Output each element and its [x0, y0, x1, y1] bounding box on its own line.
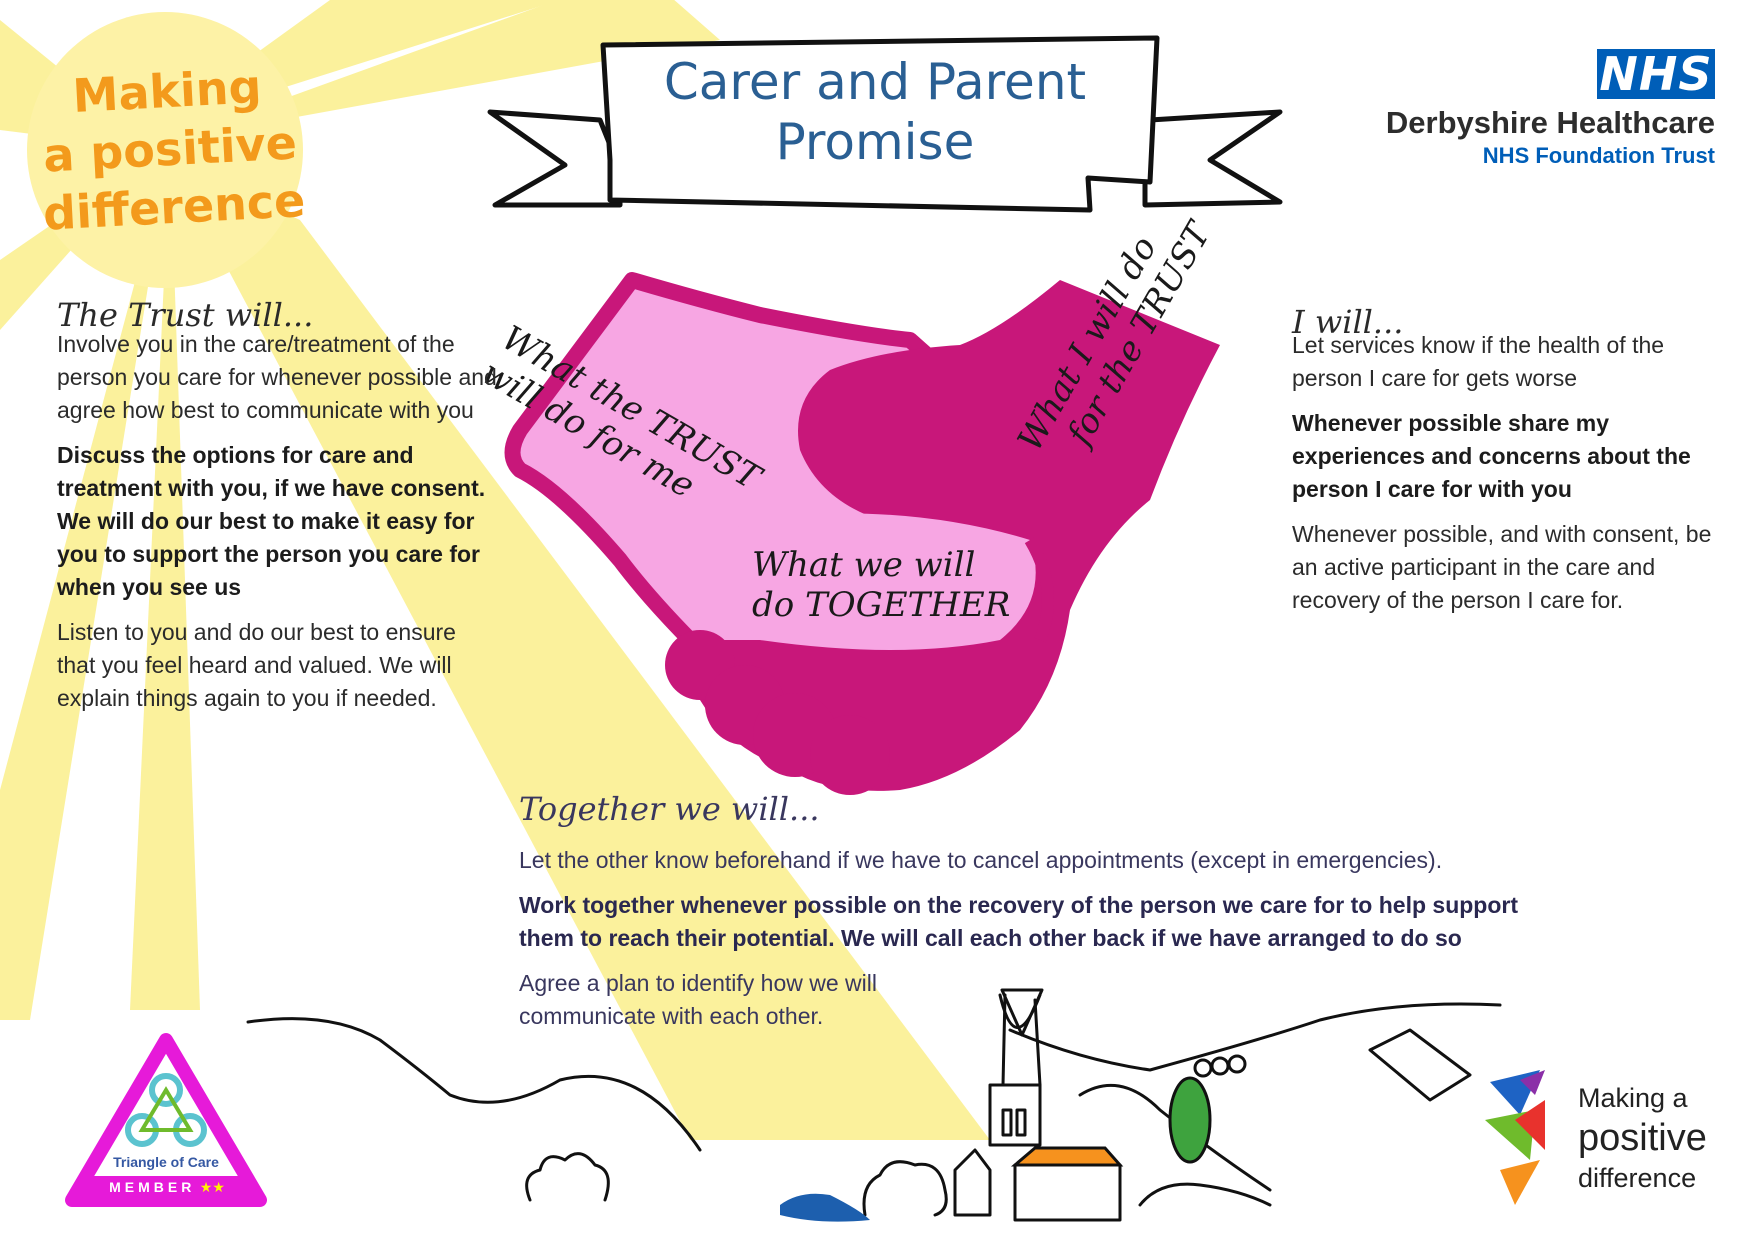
- trust-heading: The Trust will...: [57, 296, 314, 334]
- title-line-1: Carer and Parent: [663, 53, 1087, 111]
- triangle-member-label: MEMBER: [109, 1179, 196, 1195]
- organisation-subtitle: NHS Foundation Trust: [1482, 143, 1715, 168]
- title-line-2: Promise: [775, 113, 975, 171]
- carer-paragraph-1: Let services know if the health of the p…: [1292, 332, 1665, 391]
- triangle-member-stars: ★★: [199, 1179, 225, 1195]
- page-title: Carer and Parent Promise: [620, 52, 1130, 172]
- trust-paragraph-1: Involve you in the care/treatment of the…: [57, 331, 497, 423]
- together-hand-label: What we will do TOGETHER: [752, 545, 1010, 625]
- together-heading: Together we will...: [519, 790, 820, 828]
- trust-paragraph-2: Discuss the options for care and treatme…: [57, 442, 486, 600]
- sun: [27, 12, 303, 288]
- carer-paragraph-2: Whenever possible share my experiences a…: [1292, 410, 1691, 502]
- mpd-logo-line-3: difference: [1578, 1163, 1697, 1193]
- carer-paragraph-3: Whenever possible, and with consent, be …: [1292, 521, 1712, 613]
- triangle-of-care-label: Triangle of Care: [113, 1154, 219, 1170]
- carer-column: Let services know if the health of the p…: [1292, 329, 1722, 629]
- mpd-logo-line-1: Making a: [1578, 1083, 1688, 1113]
- together-paragraph-1: Let the other know beforehand if we have…: [519, 847, 1443, 873]
- trust-paragraph-3: Listen to you and do our best to ensure …: [57, 619, 456, 711]
- nhs-logo: NHS: [1597, 49, 1715, 99]
- carer-heading: I will...: [1292, 303, 1404, 341]
- together-paragraph-2: Work together whenever possible on the r…: [519, 892, 1518, 951]
- together-hand-label-line-1: What we will: [752, 545, 976, 585]
- together-column: Let the other know beforehand if we have…: [519, 844, 1539, 1045]
- trust-column: Involve you in the care/treatment of the…: [57, 328, 497, 727]
- together-hand-label-line-2: do TOGETHER: [752, 585, 1011, 625]
- mpd-logo-line-2: positive: [1578, 1117, 1707, 1159]
- triangle-member-band: MEMBER ★★: [80, 1176, 254, 1198]
- organisation-name: Derbyshire Healthcare: [1385, 105, 1715, 140]
- together-paragraph-3: Agree a plan to identify how we will com…: [519, 970, 877, 1029]
- mpd-logo-text: Making a positive difference: [1578, 1080, 1707, 1196]
